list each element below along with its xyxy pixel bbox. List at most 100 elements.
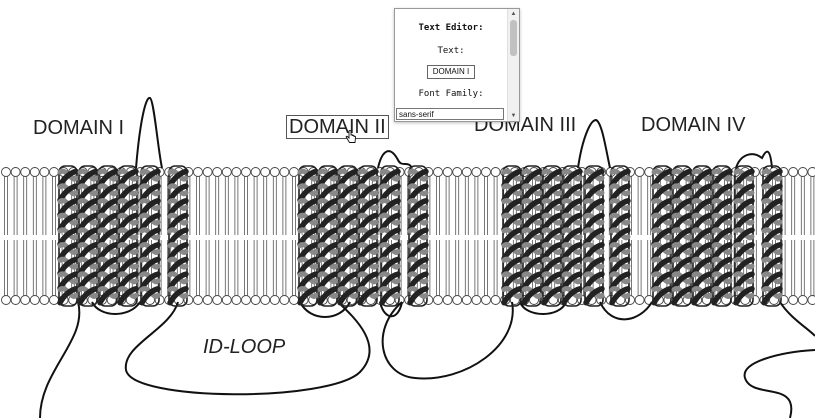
helix-segment[interactable] (733, 165, 755, 307)
domain-iv-linker[interactable] (599, 301, 653, 321)
helix-segment[interactable] (379, 165, 401, 307)
helix-segment[interactable] (651, 165, 673, 307)
domain-ii-inner-loop[interactable] (299, 301, 351, 318)
helix-segment[interactable] (407, 165, 429, 307)
lipid-head (452, 167, 463, 177)
lipid-head (20, 295, 31, 305)
lipid-head (279, 295, 290, 305)
triangle-down-icon[interactable]: ▼ (510, 113, 517, 119)
domain-iii-bottom-line[interactable] (519, 301, 567, 315)
helix-segment[interactable] (139, 165, 161, 307)
hand-pointer-icon (345, 129, 357, 146)
id-loop-curve[interactable] (124, 301, 371, 396)
lipid-head (797, 167, 808, 177)
domain-i-tail[interactable] (39, 301, 81, 418)
domain-ii-label[interactable]: DOMAIN II (286, 115, 389, 139)
helix-segment[interactable] (761, 165, 783, 307)
domain-i-pore-loop[interactable] (135, 96, 163, 169)
helix-front-turn (297, 286, 319, 306)
lipid-head (212, 167, 223, 177)
helix-segment[interactable] (297, 165, 319, 307)
domain-iii-pore-loop[interactable] (577, 118, 611, 169)
helix-front-turn (541, 286, 563, 306)
domain-iii-loop[interactable] (381, 301, 514, 380)
triangle-up-icon[interactable]: ▲ (510, 11, 517, 17)
domain-i-label[interactable]: DOMAIN I (33, 117, 125, 139)
scrollbar-thumb[interactable] (510, 20, 517, 56)
lipid-head (49, 295, 59, 305)
helix-segment[interactable] (583, 165, 605, 307)
helix-segment[interactable] (691, 165, 713, 307)
lipid-head (250, 167, 261, 177)
domain-ii-link[interactable] (379, 301, 403, 318)
lipid-head (49, 167, 59, 177)
helix-front-turn (691, 286, 713, 306)
domain-iv-pore-loop[interactable] (735, 150, 773, 169)
helix-segment[interactable] (541, 165, 563, 307)
domain-iv-tail[interactable] (779, 301, 815, 337)
helix-front-turn (117, 286, 139, 306)
lipid-head (260, 167, 271, 177)
domain-ii-pore-loop[interactable] (377, 150, 413, 169)
helix-segment[interactable] (609, 165, 631, 307)
lipid-head (433, 295, 443, 305)
helix-segment[interactable] (167, 165, 189, 307)
helix-front-turn (501, 286, 523, 306)
helix-segment[interactable] (57, 165, 79, 307)
text-editor-content: Text Editor: Text: DOMAIN I Font Family:… (395, 9, 507, 121)
helix-segment[interactable] (671, 165, 693, 307)
text-editor-panel[interactable]: Text Editor: Text: DOMAIN I Font Family:… (394, 8, 520, 122)
helix-segment[interactable] (521, 165, 543, 307)
text-editor-title: Text Editor: (418, 23, 484, 33)
helix-segment[interactable] (357, 165, 379, 307)
lipid-head (39, 167, 50, 177)
domain-i-inner-loop[interactable] (91, 301, 141, 315)
helix-segment[interactable] (501, 165, 523, 307)
helix-segment[interactable] (711, 165, 733, 307)
editor-scrollbar[interactable]: ▲ ▼ (507, 9, 519, 121)
lipid-head (20, 167, 31, 177)
helix-segment[interactable] (97, 165, 119, 307)
lipid-head (250, 295, 261, 305)
lipid-head (193, 295, 203, 305)
lipid-head (807, 295, 815, 305)
lipid-head (788, 295, 799, 305)
helix-front-turn (317, 286, 339, 306)
lipid-head (279, 167, 290, 177)
helix-segment[interactable] (337, 165, 359, 307)
helix-front-turn (139, 286, 161, 306)
lipid-head (202, 295, 213, 305)
helix-front-turn (167, 286, 189, 306)
lipid-head (231, 295, 242, 305)
helix-front-turn (97, 286, 119, 306)
lipid-head (29, 295, 40, 305)
text-value-input[interactable]: DOMAIN I (427, 65, 475, 79)
lipid-head (481, 167, 491, 177)
helix-segment[interactable] (317, 165, 339, 307)
lipid-head (241, 167, 251, 177)
helix-front-turn (407, 286, 429, 306)
helix-front-turn (609, 286, 631, 306)
text-field-label: Text: (437, 46, 465, 56)
helix-front-turn (733, 286, 755, 306)
helix-segment[interactable] (561, 165, 583, 307)
lipid-head (461, 167, 472, 177)
helix-front-turn (77, 286, 99, 306)
domain-iv-label[interactable]: DOMAIN IV (641, 114, 746, 136)
lipid-head (634, 295, 645, 305)
lipid-head (260, 295, 271, 305)
lipid-head (481, 295, 491, 305)
c-terminal-tail[interactable] (743, 349, 815, 418)
helix-segment[interactable] (117, 165, 139, 307)
helix-front-turn (337, 286, 359, 306)
transmembrane-helices (57, 165, 783, 307)
helix-front-turn (761, 286, 783, 306)
lipid-head (29, 167, 40, 177)
helix-segment[interactable] (77, 165, 99, 307)
helix-front-turn (583, 286, 605, 306)
lipid-head (241, 295, 251, 305)
font-family-select[interactable]: sans-serif (396, 108, 504, 120)
id-loop-label[interactable]: ID-LOOP (203, 336, 286, 358)
lipid-head (634, 167, 645, 177)
helix-front-turn (651, 286, 673, 306)
